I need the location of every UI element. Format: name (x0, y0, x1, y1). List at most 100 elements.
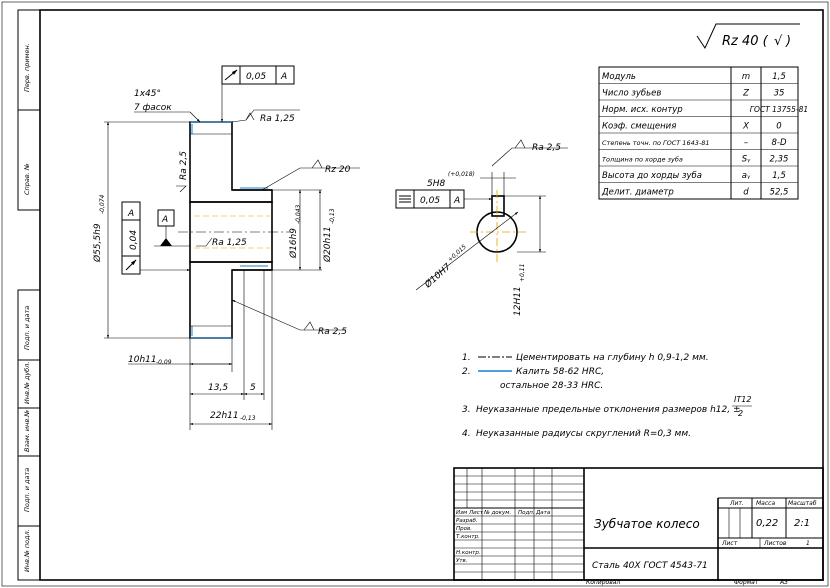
bore-h7: Ø10H7 (422, 261, 453, 291)
dim-w10-tol: -0,09 (156, 359, 172, 366)
param-symbol: m (742, 72, 750, 82)
param-name: Толщина по хорде зуба (602, 156, 683, 164)
strip-label: Справ. № (23, 163, 31, 195)
strip-label: Подп. и дата (23, 306, 31, 350)
lit-label: Лит. (729, 500, 744, 507)
frac-denominator: 2 (738, 409, 743, 418)
param-name: Модуль (602, 72, 636, 82)
roughness-symbol: Rz 40 ( √ ) (696, 23, 800, 50)
left-strip: Перв. примен. Справ. № Подп. и дата Инв.… (17, 9, 41, 581)
ra25-left: Ra 2,5 (179, 151, 189, 180)
ra25-key: Ra 2,5 (532, 143, 561, 153)
param-symbol: d (743, 188, 749, 198)
param-name: Число зубьев (602, 89, 661, 99)
dim-chamfer-count: 7 фасок (134, 103, 172, 113)
key-width-tol: (+0,018) (448, 171, 475, 178)
key-depth-tol: +0,11 (519, 264, 526, 282)
dim-w22-tol: -0,13 (240, 415, 256, 422)
param-name: Степень точн. по ГОСТ 1643-81 (602, 139, 709, 147)
strip-label: Перв. примен. (23, 43, 31, 92)
param-symbol: Sᵧ (742, 155, 751, 165)
keyway-view: 5H8 (+0,018) 0,05 A Ra 2,5 Ø10H7 +0,015 … (395, 139, 568, 316)
param-symbol: X (742, 122, 749, 132)
dim-phi20-tol: -0,13 (329, 208, 336, 224)
key-width: 5H8 (427, 179, 445, 189)
param-name: Коэф. смещения (602, 122, 676, 132)
note-text: Неуказанные предельные отклонения размер… (476, 405, 741, 415)
param-name: Делит. диаметр (601, 188, 674, 198)
sheets-value: 1 (806, 540, 810, 547)
title-role: Пров. (456, 526, 472, 532)
side-frame-value: 0,04 (129, 230, 139, 250)
param-symbol: – (744, 138, 748, 148)
title-role: Утв. (456, 558, 468, 564)
format-label: Формат (734, 579, 759, 586)
roughness-check: √ (774, 34, 783, 49)
gear-section (178, 121, 290, 339)
sheet-label: Лист (721, 540, 738, 547)
copied-label: Копировал (586, 579, 620, 586)
param-name: Норм. исх. контур (602, 105, 683, 115)
note-text: остальное 28-33 HRC. (500, 381, 603, 391)
dim-chamfer: 1x45° (134, 89, 161, 99)
note-text: Цементировать на глубину h 0,9-1,2 мм. (516, 353, 709, 363)
strip-label: Взам. инв.№ (23, 410, 31, 452)
param-value: 0 (776, 122, 781, 132)
param-value: 8-D (771, 138, 786, 148)
param-symbol: Z (742, 89, 749, 99)
scale-label: Масштаб (788, 500, 817, 507)
param-value: 2,35 (770, 155, 789, 165)
title-col-header: Дата (535, 510, 551, 516)
dim-w10: 10h11 (128, 355, 157, 365)
dim-w22: 22h11 (210, 411, 239, 421)
param-value: 52,5 (770, 188, 789, 198)
strip-label: Инв.№ подл. (23, 529, 31, 572)
scale-value: 2:1 (794, 518, 810, 529)
dim-w135: 13,5 (208, 383, 228, 393)
title-col-header: Изм (456, 510, 467, 516)
bore-h7-tol: +0,015 (447, 243, 468, 263)
dim-phi55: Ø55,5h9 (92, 223, 103, 263)
part-name: Зубчатое колесо (594, 517, 700, 531)
rz20: Rz 20 (325, 165, 351, 175)
title-role: Разраб. (456, 518, 478, 524)
note-text: Калить 58-62 HRC, (516, 367, 604, 377)
note-text: Неуказанные радиусы скруглений R=0,3 мм. (476, 429, 691, 439)
dim-phi16-tol: -0,043 (295, 204, 302, 224)
side-frame-ref: A (127, 209, 134, 219)
dimensions-left: Ø55,5h9 -0,074 1x45° 7 фасок 0,05 A Ra 1… (92, 65, 360, 430)
dim-phi16: Ø16h9 (288, 228, 299, 259)
ra125-bore: Ra 1,25 (212, 238, 247, 248)
roughness-close: ) (785, 34, 791, 49)
note-num: 3. (462, 405, 471, 415)
title-col-header: № докум. (483, 510, 511, 516)
key-frame-ref: A (453, 196, 460, 206)
ra125-top: Ra 1,25 (260, 114, 295, 124)
format-value: A3 (779, 579, 788, 586)
key-frame-value: 0,05 (420, 196, 440, 206)
title-col-header: Подп. (518, 510, 535, 516)
mass-label: Масса (756, 500, 775, 507)
sheets-label: Листов (763, 540, 787, 547)
roughness-text: Rz 40 ( (722, 34, 769, 49)
tech-notes: 1. Цементировать на глубину h 0,9-1,2 мм… (462, 353, 752, 439)
param-value: 1,5 (772, 72, 786, 82)
material: Сталь 40Х ГОСТ 4543-71 (592, 561, 708, 571)
dim-w5: 5 (250, 383, 256, 393)
dim-phi20: Ø20h11 (322, 226, 333, 263)
strip-label: Инв.№ дубл. (23, 362, 31, 404)
top-frame-ref: A (280, 72, 287, 82)
key-depth: 12H11 (513, 286, 523, 316)
param-value: ГОСТ 13755-81 (750, 105, 808, 114)
frac-numerator: IT12 (734, 395, 751, 404)
note-num: 4. (462, 429, 471, 439)
title-role: Т.контр. (456, 534, 480, 540)
mass-value: 0,22 (756, 518, 778, 529)
note-num: 1. (462, 353, 471, 363)
param-symbol: aᵧ (742, 171, 751, 181)
param-value: 1,5 (772, 171, 786, 181)
param-value: 35 (774, 89, 785, 99)
